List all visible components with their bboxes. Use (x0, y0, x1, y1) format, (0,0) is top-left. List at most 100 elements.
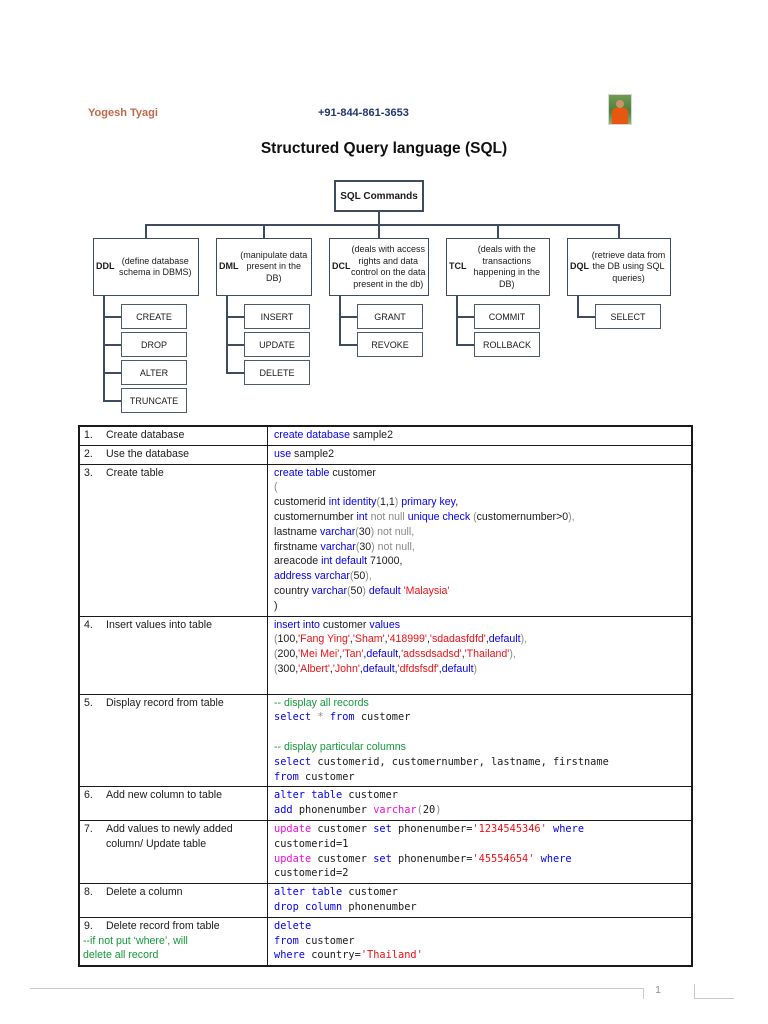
sql-code-segment: select (274, 755, 318, 768)
sql-code-line: select * from customer (274, 710, 688, 725)
sql-code-line: ( (274, 480, 688, 495)
sql-code-segment: '1234545346' (472, 822, 554, 835)
diagram-category-abbr: DDL (96, 261, 115, 272)
connector-kid-tick (456, 316, 474, 318)
sql-code-line: lastname varchar(30) not null, (274, 525, 688, 540)
sql-code-cell: update customer set phonenumber='1234545… (267, 819, 693, 885)
sql-code-segment: ( (376, 496, 380, 509)
page-number: 1 (655, 984, 661, 996)
sql-code-segment: varchar (373, 804, 417, 817)
sql-code-segment: ( (274, 481, 278, 494)
sql-code-segment: unique check (407, 510, 474, 523)
sql-code-segment: , (398, 648, 402, 661)
sql-code-segment: from (274, 934, 305, 947)
sql-code-segment: customer (348, 789, 399, 802)
sql-code-segment: use (274, 447, 295, 460)
diagram-category-box: TCL (deals with the transactions happeni… (446, 238, 550, 296)
sql-code-line: ) (274, 599, 688, 614)
diagram-category-abbr: TCL (449, 261, 467, 272)
sql-code-segment: ) (394, 496, 402, 509)
table-row: 9.Delete record from table--if not put ‘… (78, 916, 693, 967)
sql-code-segment: country= (311, 949, 361, 962)
sql-code-line: add phonenumber varchar(20) (274, 803, 688, 818)
sql-code-segment: values (369, 618, 401, 631)
sql-code-line: select customerid, customernumber, lastn… (274, 755, 688, 770)
phone-number: +91-844-861-3653 (318, 107, 409, 119)
task-label-cell: 9.Delete record from table--if not put ‘… (78, 916, 268, 967)
page-edge-notch-left (643, 988, 644, 999)
sql-code-segment: country (274, 584, 312, 597)
sql-code-segment: , (438, 662, 442, 675)
sql-code-segment: 'Fang Ying' (298, 633, 350, 646)
page-title: Structured Query language (SQL) (260, 140, 508, 157)
diagram-command-box: INSERT (244, 304, 310, 329)
sql-code-line: (200,'Mei Mei','Tan',default,'adssdsadsd… (274, 647, 688, 662)
sql-code-segment: ), (520, 633, 528, 646)
sql-code-line: create table customer (274, 466, 688, 481)
sql-code-line: from customer (274, 934, 688, 949)
sql-code-segment: , (384, 633, 388, 646)
sql-code-segment: where (540, 852, 572, 865)
sql-code-segment: customer (305, 934, 355, 947)
sql-code-segment: phonenumber (298, 804, 374, 817)
sql-code-line: from customer (274, 770, 688, 785)
connector-branch-tick (618, 224, 620, 238)
connector-kid-tick (226, 344, 244, 346)
sql-code-segment: 50 (353, 570, 366, 583)
diagram-command-box: CREATE (121, 304, 187, 329)
sql-code-line: customerid=2 (274, 866, 688, 881)
sql-code-segment: -- display particular columns (274, 740, 406, 753)
sql-code-segment: 'sdadasfdfd' (429, 633, 486, 646)
diagram-category-box: DML (manipulate data present in the DB) (216, 238, 312, 296)
sql-code-segment: , (394, 662, 398, 675)
sql-code-segment: , (329, 662, 333, 675)
sql-code-segment: ) (473, 662, 478, 675)
sql-code-segment: from (274, 770, 305, 783)
sql-code-segment: ( (416, 804, 423, 817)
task-number: 2. (84, 447, 93, 460)
connector-kid-tick (577, 316, 595, 318)
connector-kid-tick (103, 344, 121, 346)
sql-code-segment: default (368, 584, 404, 597)
task-number: 3. (84, 466, 93, 479)
sql-code-segment: default (366, 648, 399, 661)
sql-code-line: insert into customer values (274, 618, 688, 633)
sql-code-segment: customerid, customernumber, lastname, fi… (317, 755, 609, 768)
sql-code-segment: 'Thailand' (464, 648, 510, 661)
task-label: Add values to newly added column/ Update… (106, 822, 233, 850)
sql-code-segment: customer (360, 711, 411, 724)
sql-code-segment: '418999' (387, 633, 427, 646)
sql-code-segment: drop column (274, 900, 349, 913)
sql-code-segment: , (455, 496, 459, 509)
sql-code-segment: 'Thailand' (360, 949, 423, 962)
sql-code-segment: lastname (274, 525, 320, 538)
task-label-note: delete all record (83, 949, 159, 962)
task-number: 4. (84, 618, 93, 631)
diagram-category-abbr: DML (219, 261, 239, 272)
sql-code-segment: alter table (274, 886, 349, 899)
connector-kid-tick (103, 372, 121, 374)
sql-code-segment: -- display all records (274, 696, 369, 709)
sql-code-segment: 'Sham' (352, 633, 385, 646)
sql-code-segment: ) (435, 804, 442, 817)
sql-code-segment: primary key (401, 496, 456, 509)
sql-code-segment: ( (355, 525, 359, 538)
sql-code-line: (300,'Albert','John',default,'dfdsfsdf',… (274, 662, 688, 677)
sql-code-segment: 1,1 (380, 496, 395, 509)
sql-code-segment: where (553, 822, 585, 835)
sql-code-segment: * (317, 711, 330, 724)
diagram-command-box: SELECT (595, 304, 661, 329)
sql-code-segment: varchar (319, 525, 356, 538)
sql-code-segment: areacode (274, 555, 322, 568)
sql-code-line: use sample2 (274, 447, 688, 462)
task-label-cell: 7.Add values to newly added column/ Upda… (78, 819, 268, 885)
sql-code-line: create database sample2 (274, 428, 688, 443)
author-name: Yogesh Tyagi (88, 107, 158, 119)
